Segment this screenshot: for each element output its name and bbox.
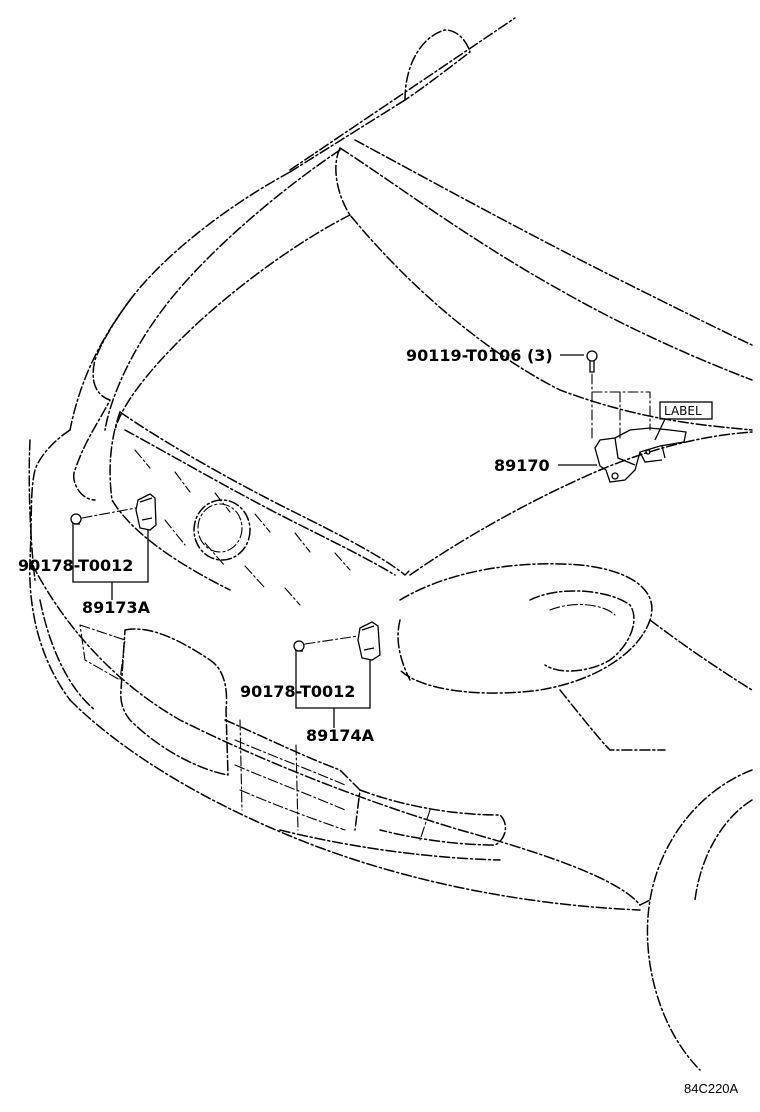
callout-clip-left: 90178-T0012 <box>18 556 133 575</box>
license-plate <box>120 628 229 776</box>
clip-icon-left <box>70 513 82 525</box>
figure-reference: 84C220A <box>684 1081 739 1096</box>
callout-sensor-right: 89174A <box>306 726 375 745</box>
bolt-icon <box>586 350 598 373</box>
callout-clip-right: 90178-T0012 <box>240 682 355 701</box>
leader-lines <box>72 354 597 728</box>
label-tag: LABEL <box>654 401 713 441</box>
front-sensor-right[interactable] <box>293 621 381 661</box>
callout-bolt-top: 90119-T0106 (3) <box>406 346 553 365</box>
front-sensor-left[interactable] <box>70 493 157 531</box>
callout-sensor-left: 89173A <box>82 598 151 617</box>
callout-sensor-center: 89170 <box>494 456 550 475</box>
label-tag-text: LABEL <box>664 404 702 418</box>
car-body-outline <box>28 17 753 1071</box>
clip-icon-right <box>293 640 305 652</box>
airbag-sensor-center[interactable] <box>586 350 687 483</box>
